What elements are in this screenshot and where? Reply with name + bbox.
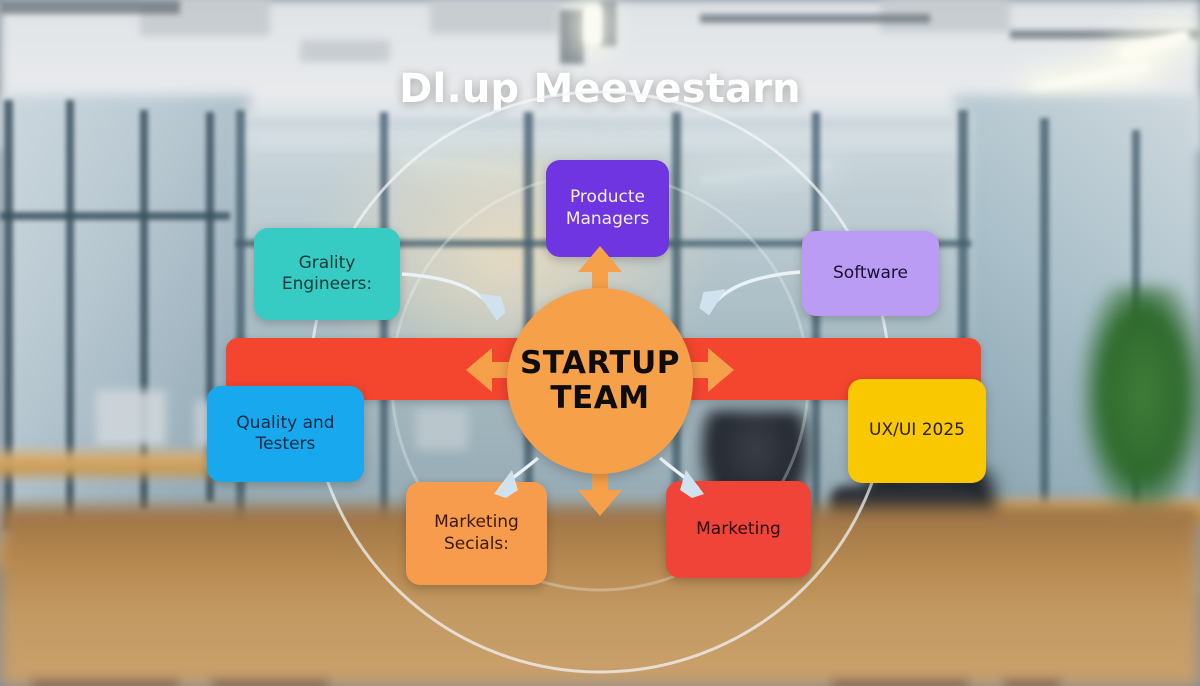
arrowhead-to-hub-right-icon	[699, 289, 726, 316]
node-label-line1: Quality and	[236, 412, 335, 433]
node-label-line1: Software	[833, 262, 908, 283]
hub-label-line2: TEAM	[550, 380, 650, 416]
ceiling-beam	[0, 0, 180, 14]
node-ux-ui-2025[interactable]: UX/UI 2025	[848, 379, 986, 483]
hub-arrow-left-icon	[466, 348, 530, 392]
window-mullion	[66, 100, 74, 520]
hub-arrow-right-icon	[670, 348, 734, 392]
monitor	[416, 408, 468, 450]
arrowhead-to-marketing-icon	[680, 470, 704, 498]
hub-arrow-down-icon	[578, 452, 622, 516]
ceiling-beam	[700, 14, 930, 23]
node-label-line1: UX/UI 2025	[869, 420, 965, 441]
arrowhead-to-marketing-specials-icon	[494, 470, 518, 498]
node-quality-engineers[interactable]: Grality Engineers:	[254, 228, 400, 320]
arrowhead-to-hub-left-icon	[478, 293, 506, 321]
wooden-floor	[0, 506, 1200, 686]
window-mullion	[206, 112, 214, 502]
window-mullion	[4, 100, 13, 530]
node-marketing-specials[interactable]: Marketing Secials:	[406, 482, 547, 585]
ceiling-panel	[300, 40, 390, 62]
node-label-line1: Producte	[569, 187, 645, 208]
ceiling-panel	[430, 0, 560, 34]
node-software[interactable]: Software	[802, 231, 939, 316]
node-label-line1: Grality	[298, 252, 356, 273]
node-marketing[interactable]: Marketing	[666, 481, 811, 578]
curve-quality-engineers-to-hub	[401, 272, 496, 312]
node-label-line2: Managers	[565, 208, 650, 229]
curved-connector-heads	[478, 289, 726, 498]
ceiling-light	[584, 6, 602, 44]
hub-orange-arrows	[466, 246, 734, 516]
page-title: Dl.up Meevestarn	[399, 66, 801, 112]
hub-label-line1: STARTUP	[519, 345, 681, 382]
monitor	[96, 390, 166, 446]
potted-plant	[1078, 286, 1200, 526]
node-label-line1: Marketing	[434, 512, 519, 533]
hub-arrow-up-icon	[578, 246, 622, 310]
window-mullion	[140, 110, 148, 510]
node-label-line2: Testers	[255, 434, 316, 454]
glass-frame	[1040, 118, 1049, 538]
node-label-line1: Marketing	[696, 518, 781, 539]
window-mullion	[0, 212, 230, 220]
ceiling-beam	[1010, 30, 1200, 39]
curve-software-to-hub	[710, 270, 801, 308]
center-hub-startup-team[interactable]: STARTUP TEAM	[507, 288, 693, 474]
ceiling-beam	[560, 10, 584, 64]
node-quality-and-testers[interactable]: Quality and Testers	[207, 386, 364, 482]
ceiling-beam	[600, 0, 616, 46]
node-label-line2: Engineers:	[281, 274, 373, 294]
node-label-line2: Secials:	[443, 533, 510, 554]
node-product-managers[interactable]: Producte Managers	[546, 160, 669, 257]
